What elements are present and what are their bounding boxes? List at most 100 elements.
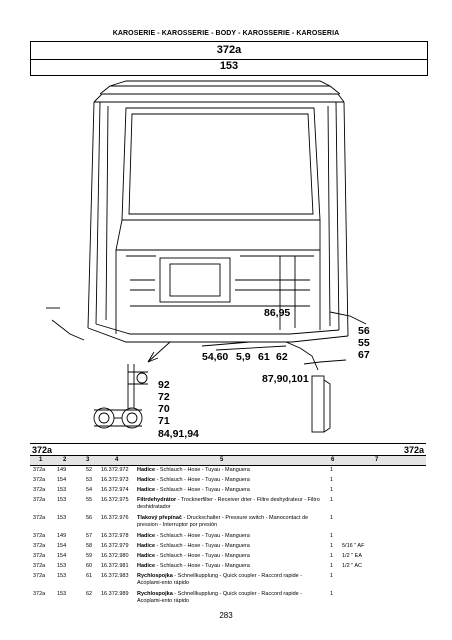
callout-label: 61	[258, 351, 270, 363]
cell: 153	[57, 497, 67, 503]
cell: 16.372.983	[101, 573, 129, 579]
cell: 1	[330, 515, 334, 521]
cell: 16.372.989	[101, 591, 129, 597]
description-cell: Rychlospojka - Schnellkupplung - Quick c…	[137, 591, 327, 605]
part-name: Filtrdehydrátor	[137, 497, 177, 503]
table-row: 372a 154 59 16.372.980 Hadice - Schlauch…	[30, 553, 426, 563]
callout-label: 72	[158, 391, 170, 403]
cell: 372a	[33, 497, 46, 503]
figure-number-box: 153	[30, 58, 428, 76]
description-cell: Filtrdehydrátor - Trocknerfilter - Recei…	[137, 497, 327, 511]
part-desc: - Schlauch - Hose - Tuyau - Manguera	[155, 467, 250, 473]
part-desc: - Schlauch - Hose - Tuyau - Manguera	[155, 477, 250, 483]
column-header: 6	[331, 457, 335, 463]
cell: 153	[57, 563, 67, 569]
cell: 149	[57, 533, 67, 539]
table-row: 372a 154 58 16.372.979 Hadice - Schlauch…	[30, 543, 426, 553]
table-row: 372a 153 55 16.372.975 Filtrdehydrátor -…	[30, 497, 426, 515]
cell: 61	[86, 573, 93, 579]
table-column-headers: 1 2 3 4 5 6 7	[30, 455, 426, 466]
cell: 154	[57, 543, 67, 549]
section-code-box: 372a	[30, 41, 428, 60]
cell: 372a	[33, 553, 46, 559]
part-name: Tlakový přepínač	[137, 515, 182, 521]
part-desc: - Schlauch - Hose - Tuyau - Manguera	[155, 553, 250, 559]
cell: 153	[57, 573, 67, 579]
cell: 153	[57, 515, 67, 521]
cell: 1	[330, 467, 334, 473]
callout-label: 67	[358, 349, 370, 361]
description-cell: Hadice - Schlauch - Hose - Tuyau - Mangu…	[137, 553, 327, 560]
table-row: 372a 149 57 16.372.978 Hadice - Schlauch…	[30, 533, 426, 543]
part-desc: - Trocknerfilter - Receiver drier - Filt…	[137, 497, 320, 510]
column-header: 4	[115, 457, 119, 463]
part-name: Hadice	[137, 487, 156, 493]
description-cell: Hadice - Schlauch - Hose - Tuyau - Mangu…	[137, 467, 327, 474]
cell: 1	[330, 573, 334, 579]
table-row: 372a 154 53 16.372.973 Hadice - Schlauch…	[30, 477, 426, 487]
part-name: Hadice	[137, 467, 156, 473]
cell: 372a	[33, 467, 46, 473]
page-number: 283	[219, 611, 233, 620]
description-cell: Hadice - Schlauch - Hose - Tuyau - Mangu…	[137, 487, 327, 494]
column-header: 1	[39, 457, 43, 463]
table-row: 372a 153 60 16.372.981 Hadice - Schlauch…	[30, 563, 426, 573]
callout-label: 86,95	[264, 307, 290, 319]
cell: 372a	[33, 477, 46, 483]
cab-exploded-drawing: 86,95 56 55 67 54,60 5,9 61 62 87,90,101…	[46, 80, 370, 440]
part-name: Hadice	[137, 533, 156, 539]
cell: 149	[57, 467, 67, 473]
cell: 1	[330, 563, 334, 569]
cell: 1	[330, 477, 334, 483]
cell: 153	[57, 591, 67, 597]
cell: 16.372.978	[101, 533, 129, 539]
part-desc: - Druckschalter - Pressure switch - Mano…	[137, 515, 309, 528]
cell: 62	[86, 591, 93, 597]
description-cell: Hadice - Schlauch - Hose - Tuyau - Mangu…	[137, 563, 327, 570]
cell: 1/2 " EA	[342, 553, 362, 559]
table-row: 372a 153 61 16.372.983 Rychlospojka - Sc…	[30, 573, 426, 591]
cell: 1	[330, 543, 334, 549]
cell: 55	[86, 497, 93, 503]
section-code-left: 372a	[32, 445, 53, 455]
cell: 1	[330, 487, 334, 493]
part-desc: - Schlauch - Hose - Tuyau - Manguera	[155, 533, 250, 539]
cell: 372a	[33, 533, 46, 539]
cell: 154	[57, 477, 67, 483]
section-code-right: 372a	[403, 445, 424, 455]
cell: 16.372.973	[101, 477, 129, 483]
part-desc: - Schnellkupplung - Quick coupler - Racc…	[137, 591, 303, 604]
column-header: 3	[86, 457, 90, 463]
cell: 53	[86, 477, 93, 483]
callout-label: 5,9	[236, 351, 251, 363]
cell: 372a	[33, 591, 46, 597]
cell: 16.372.979	[101, 543, 129, 549]
cell: 54	[86, 487, 93, 493]
cell: 59	[86, 553, 93, 559]
cell: 58	[86, 543, 93, 549]
cell: 16.372.980	[101, 553, 129, 559]
callout-label: 70	[158, 403, 170, 415]
cell: 372a	[33, 515, 46, 521]
column-header: 7	[375, 457, 379, 463]
cell: 5/16 " AF	[342, 543, 365, 549]
part-desc: - Schlauch - Hose - Tuyau - Manguera	[155, 487, 250, 493]
table-row: 372a 149 52 16.372.972 Hadice - Schlauch…	[30, 467, 426, 477]
column-header: 5	[220, 457, 224, 463]
cell: 1	[330, 533, 334, 539]
callout-label: 56	[358, 325, 370, 337]
callout-label: 71	[158, 415, 170, 427]
part-name: Hadice	[137, 477, 156, 483]
cell: 372a	[33, 573, 46, 579]
column-header: 2	[63, 457, 67, 463]
part-desc: - Schnellkupplung - Quick coupler - Racc…	[137, 573, 303, 586]
part-desc: - Schlauch - Hose - Tuyau - Manguera	[155, 563, 250, 569]
callout-label: 84,91,94	[158, 428, 199, 440]
cell: 16.372.981	[101, 563, 129, 569]
part-desc: - Schlauch - Hose - Tuyau - Manguera	[155, 543, 250, 549]
part-name: Rychlospojka	[137, 573, 173, 579]
cell: 16.372.974	[101, 487, 129, 493]
part-name: Hadice	[137, 553, 156, 559]
cell: 372a	[33, 543, 46, 549]
callout-label: 92	[158, 379, 170, 391]
